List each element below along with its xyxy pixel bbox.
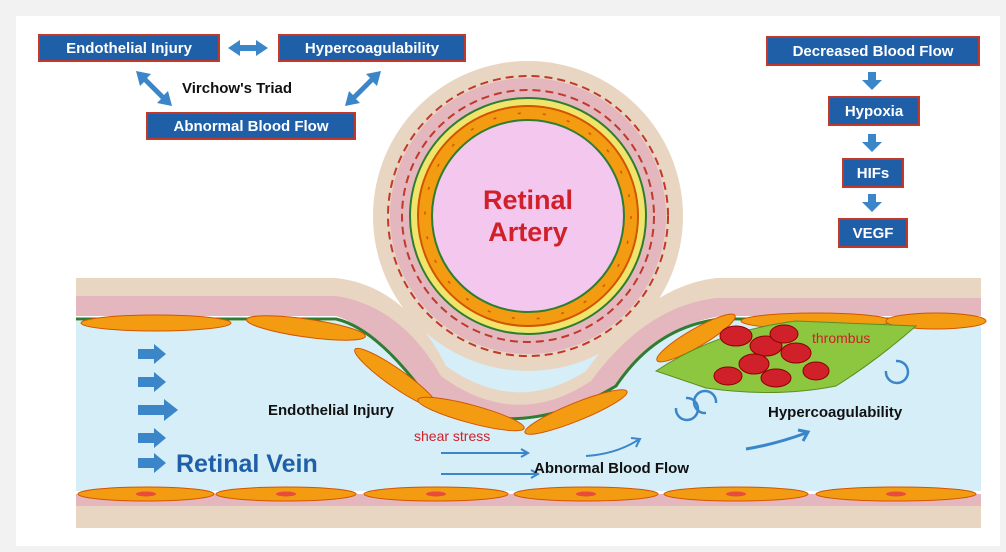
thrombus-label: thrombus [812,330,870,346]
virchow-abnormal-blood-flow-box: Abnormal Blood Flow [146,112,356,140]
cascade-decreased-blood-flow-box: Decreased Blood Flow [766,36,980,66]
retinal-artery-line2: Artery [468,216,588,248]
vein-bottom-wall-outer [76,504,981,528]
diagram-frame: Endothelial Injury Hypercoagulability Vi… [16,16,1000,546]
vein-hypercoagulability-label: Hypercoagulability [768,404,902,421]
vein-endothelial-injury-label: Endothelial Injury [268,402,394,419]
retinal-artery-line1: Retinal [468,184,588,216]
cascade-hypoxia-box: Hypoxia [828,96,920,126]
virchow-triad-title: Virchow's Triad [182,80,292,97]
cascade-arrows [862,72,882,212]
vein-abnormal-blood-flow-label: Abnormal Blood Flow [534,460,689,477]
retinal-artery-label: Retinal Artery [468,184,588,248]
cascade-vegf-box: VEGF [838,218,908,248]
shear-stress-label: shear stress [414,428,490,444]
cascade-hifs-box: HIFs [842,158,904,188]
virchow-endothelial-injury-box: Endothelial Injury [38,34,220,62]
virchow-hypercoagulability-box: Hypercoagulability [278,34,466,62]
retinal-vein-label: Retinal Vein [176,450,318,479]
